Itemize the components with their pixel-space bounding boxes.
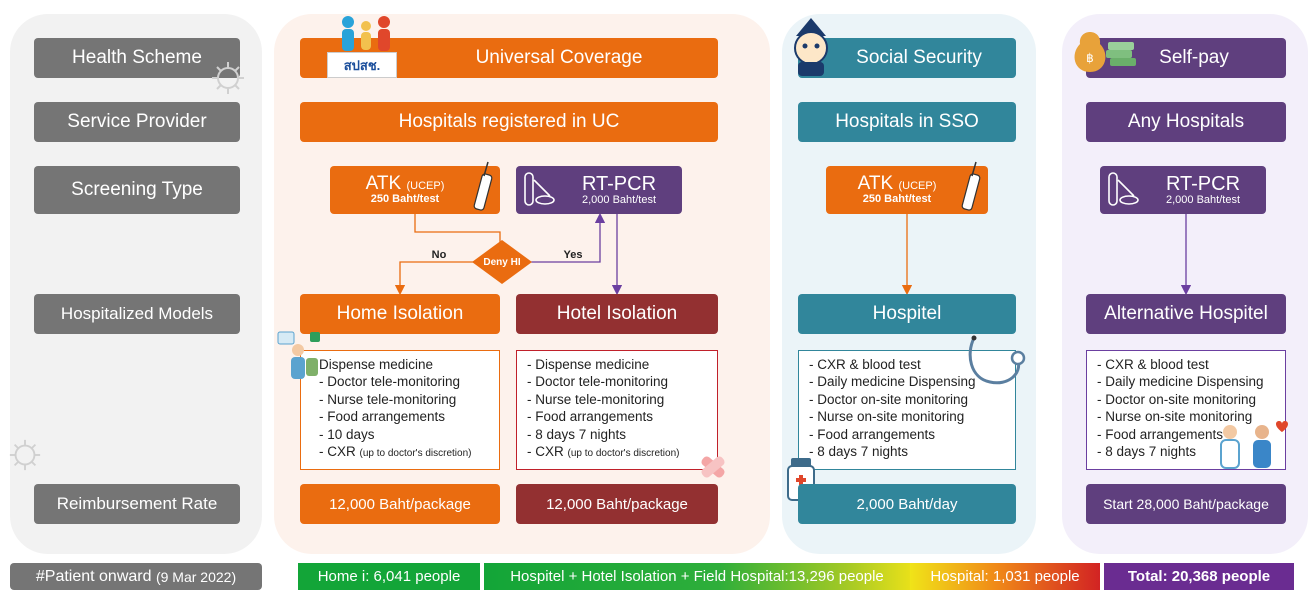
list-item: - Nurse tele-monitoring [319, 391, 457, 407]
sso-atk-box: ATK (UCEP) 250 Baht/test [826, 166, 988, 214]
atk-test-kit-icon [473, 161, 493, 211]
patients-total: Total: 20,368 people [1104, 563, 1294, 590]
patients-hospital: Hospital: 1,031 people [910, 563, 1100, 590]
money-bag-icon: ฿ [1074, 32, 1136, 72]
self-pay-rtpcr-price: 2,000 Baht/test [1166, 193, 1240, 206]
decision-label: Deny HI [483, 256, 521, 268]
list-item: - Daily medicine Dispensing [809, 374, 976, 390]
patients-hospitel: Hospitel + Hotel Isolation + Field Hospi… [484, 563, 910, 590]
list-item: - Doctor tele-monitoring [319, 374, 461, 390]
list-item: - Food arrangements [809, 426, 936, 442]
stethoscope-icon [968, 335, 1026, 385]
decision-no-label: No [431, 249, 447, 261]
uc-rtpcr-name: RT-PCR [581, 172, 657, 195]
self-pay-rtpcr-name: RT-PCR [1165, 172, 1241, 195]
sso-scheme-box: Social Security [798, 38, 1016, 78]
doctor-icon [277, 331, 320, 379]
patients-home: Home i: 6,041 people [298, 563, 480, 590]
virus-icon [212, 62, 244, 94]
self-pay-provider-box: Any Hospitals [1086, 102, 1286, 142]
uc-atk-name: ATK [365, 173, 402, 195]
row-label-service-provider: Service Provider [34, 102, 240, 142]
home-isolation-box: Home Isolation [300, 294, 500, 334]
patient-onward-date: (9 Mar 2022) [155, 568, 237, 585]
list-item: - CXR & blood test [809, 357, 921, 372]
uc-atk-box: ATK (UCEP) 250 Baht/test [330, 166, 500, 214]
patient-onward-label: #Patient onward (9 Mar 2022) [10, 563, 262, 590]
sso-atk-price: 250 Baht/test [862, 193, 932, 206]
test-tube-icon [1108, 172, 1139, 206]
test-tube-icon [524, 172, 555, 206]
hospitel-box: Hospitel [798, 294, 1016, 334]
alternative-hospitel-list: - CXR & blood test - Daily medicine Disp… [1086, 350, 1286, 470]
doctor-icon [1220, 421, 1288, 469]
virus-icon [9, 439, 41, 471]
list-item: - CXR (up to doctor's discretion) [319, 444, 472, 460]
hospitel-rate: 2,000 Baht/day [798, 484, 1016, 524]
nhso-logo: สปสช. [327, 52, 397, 78]
list-item: - Daily medicine Dispensing [1097, 374, 1264, 390]
uc-rtpcr-price: 2,000 Baht/test [582, 193, 656, 206]
list-item: Dispense medicine [319, 357, 434, 372]
sso-atk-name: ATK [857, 173, 894, 195]
home-isolation-list: Dispense medicine - Doctor tele-monitori… [300, 350, 500, 470]
sso-atk-sub: (UCEP) [898, 180, 937, 193]
decision-yes-label: Yes [563, 249, 583, 261]
list-item: - Doctor tele-monitoring [527, 374, 669, 390]
list-item: - 8 days 7 nights [527, 426, 627, 442]
alternative-hospitel-rate: Start 28,000 Baht/package [1086, 484, 1286, 524]
list-item: - 8 days 7 nights [1097, 444, 1197, 460]
patient-onward-text: #Patient onward [35, 567, 152, 585]
row-label-hospitalized-models: Hospitalized Models [34, 294, 240, 334]
atk-test-kit-icon [961, 161, 981, 211]
list-item: - Dispense medicine [527, 357, 650, 372]
family-icon [342, 16, 390, 51]
svg-text:฿: ฿ [1086, 51, 1094, 65]
bandage-icon [701, 456, 725, 478]
uc-atk-price: 250 Baht/test [370, 193, 440, 206]
hospitel-list: - CXR & blood test - Daily medicine Disp… [798, 350, 1016, 470]
uc-atk-sub: (UCEP) [406, 180, 445, 193]
uc-rtpcr-box: RT-PCR 2,000 Baht/test [516, 166, 682, 214]
list-item: - Food arrangements [527, 409, 654, 425]
list-item: - 10 days [319, 426, 375, 442]
row-label-health-scheme: Health Scheme [34, 38, 240, 78]
list-item: - Doctor on-site monitoring [809, 391, 969, 407]
list-item: - Nurse on-site monitoring [809, 409, 965, 425]
cxr-note: (up to doctor's discretion) [567, 448, 680, 460]
hotel-isolation-box: Hotel Isolation [516, 294, 718, 334]
decision-diamond [472, 240, 532, 284]
home-isolation-rate: 12,000 Baht/package [300, 484, 500, 524]
sso-provider-box: Hospitals in SSO [798, 102, 1016, 142]
hotel-isolation-list: - Dispense medicine - Doctor tele-monito… [516, 350, 718, 470]
list-item: - CXR & blood test [1097, 357, 1209, 372]
hotel-isolation-rate: 12,000 Baht/package [516, 484, 718, 524]
list-item: - CXR (up to doctor's discretion) [527, 444, 680, 460]
list-item: - Food arrangements [1097, 426, 1224, 442]
row-label-reimbursement-rate: Reimbursement Rate [34, 484, 240, 524]
alternative-hospitel-box: Alternative Hospitel [1086, 294, 1286, 334]
list-item: - Nurse on-site monitoring [1097, 409, 1253, 425]
uc-provider-box: Hospitals registered in UC [300, 102, 718, 142]
nhso-logo-text: สปสช. [343, 57, 381, 73]
list-item: - Doctor on-site monitoring [1097, 391, 1257, 407]
list-item: - Food arrangements [319, 409, 446, 425]
uc-scheme-label: Universal Coverage [475, 47, 643, 68]
mascot-icon [794, 18, 828, 76]
list-item: - 8 days 7 nights [809, 444, 909, 460]
cxr-note: (up to doctor's discretion) [359, 448, 472, 460]
row-label-screening-type: Screening Type [34, 166, 240, 214]
list-item: - Nurse tele-monitoring [527, 391, 665, 407]
